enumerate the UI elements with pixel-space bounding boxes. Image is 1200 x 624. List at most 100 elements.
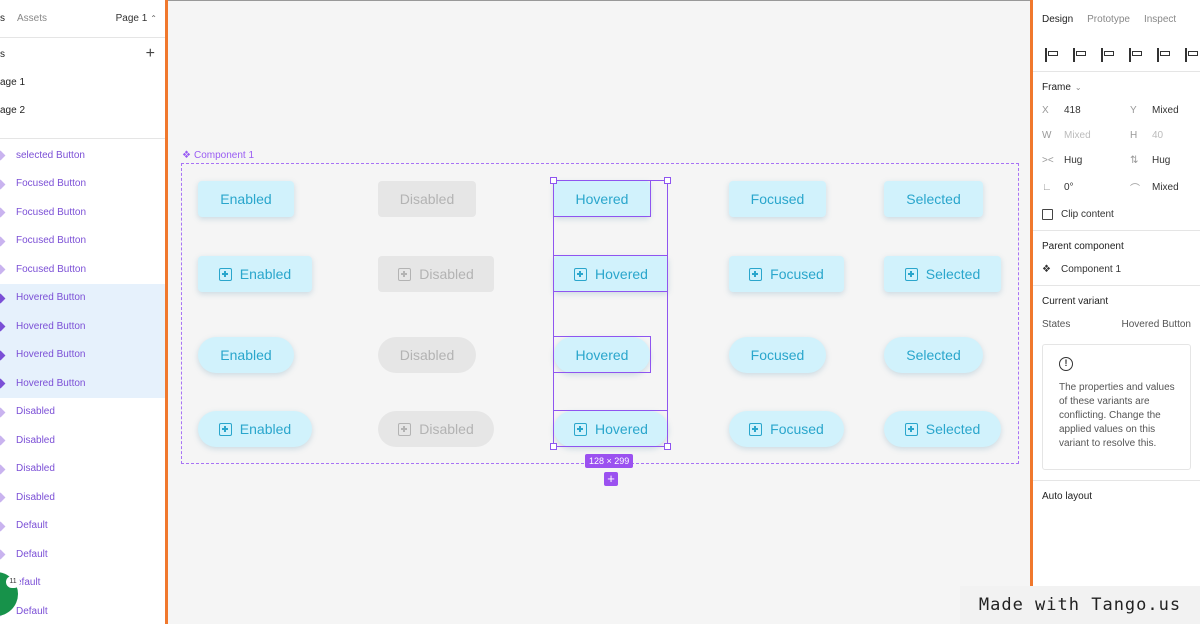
rotation-value: 0° — [1064, 182, 1074, 193]
width-sizing-select[interactable]: ><Hug — [1042, 155, 1130, 166]
layer-item[interactable]: Disabled — [0, 398, 165, 427]
selected-icon-button[interactable]: Selected — [884, 256, 1001, 292]
layer-item[interactable]: Hovered Button — [0, 312, 165, 341]
layer-item[interactable]: Disabled — [0, 455, 165, 484]
hovered-icon-button[interactable]: Hovered — [554, 256, 668, 292]
tab-inspect[interactable]: Inspect — [1143, 13, 1177, 25]
variant-icon — [0, 350, 6, 360]
page-item-1[interactable]: age 1 — [0, 68, 165, 96]
hovered-button[interactable]: Hovered — [554, 181, 650, 217]
selected-button[interactable]: Selected — [884, 181, 983, 217]
disabled-button[interactable]: Disabled — [378, 181, 476, 217]
button-label: Hovered — [595, 421, 648, 437]
layer-item[interactable]: selected Button — [0, 141, 165, 170]
layer-item[interactable]: Hovered Button — [0, 369, 165, 398]
layer-item[interactable]: Focused Button — [0, 255, 165, 284]
align-left-icon[interactable] — [1045, 47, 1059, 62]
corner-radius-field[interactable]: ⌒Mixed — [1130, 180, 1200, 195]
tab-prototype[interactable]: Prototype — [1087, 13, 1130, 25]
frame-label[interactable]: ❖ Component 1 — [182, 150, 254, 161]
warning-icon: ! — [1059, 357, 1073, 371]
focused-button[interactable]: Focused — [729, 181, 826, 217]
variant-icon — [0, 521, 6, 531]
tab-layers[interactable]: s — [0, 13, 5, 24]
resize-handle[interactable] — [664, 443, 671, 450]
selection-bounds[interactable] — [553, 180, 668, 447]
page-selector[interactable]: Page 1 ⌃ — [116, 13, 157, 24]
button-label: Focused — [750, 191, 805, 207]
layer-label: Hovered Button — [16, 292, 86, 304]
enabled-button[interactable]: Enabled — [198, 181, 294, 217]
enabled-pill-button[interactable]: Enabled — [198, 337, 294, 373]
parent-component-link[interactable]: ❖ Component 1 — [1042, 264, 1191, 275]
chevron-down-icon: ⌄ — [1074, 83, 1082, 92]
hovered-pill-button[interactable]: Hovered — [554, 337, 650, 373]
disabled-pill-button[interactable]: Disabled — [378, 337, 476, 373]
frame-title[interactable]: Frame ⌄ — [1042, 82, 1191, 93]
resize-handle[interactable] — [550, 177, 557, 184]
add-variant-button[interactable]: + — [604, 472, 618, 486]
variant-conflict-warning: ! The properties and values of these var… — [1042, 344, 1191, 470]
clip-content-checkbox[interactable]: Clip content — [1042, 209, 1191, 220]
pages-header: s + — [0, 40, 165, 68]
resize-handle[interactable] — [550, 443, 557, 450]
layer-item[interactable]: Default — [0, 597, 165, 624]
align-vertical-center-icon[interactable] — [1157, 47, 1171, 62]
y-value: Mixed — [1152, 105, 1179, 116]
layer-item[interactable]: efault — [0, 569, 165, 598]
layer-item[interactable]: Hovered Button — [0, 340, 165, 369]
focused-pill-icon-button[interactable]: Focused — [729, 411, 844, 447]
add-page-icon[interactable]: + — [145, 45, 155, 62]
page-item-2[interactable]: age 2 — [0, 96, 165, 124]
tab-assets[interactable]: Assets — [17, 13, 48, 24]
layer-item[interactable]: Hovered Button — [0, 283, 165, 312]
parent-component-name: Component 1 — [1060, 264, 1122, 275]
canvas[interactable]: ❖ Component 1 Enabled Disabled Hovered F… — [168, 0, 1030, 624]
layer-label: Default — [16, 605, 48, 617]
variant-property-row[interactable]: States Hovered Button — [1042, 319, 1191, 330]
x-label: X — [1042, 105, 1049, 116]
layer-item[interactable]: Default — [0, 512, 165, 541]
layer-item[interactable]: Focused Button — [0, 198, 165, 227]
add-box-icon — [574, 267, 588, 281]
add-box-icon — [749, 422, 763, 436]
selected-pill-icon-button[interactable]: Selected — [884, 411, 1001, 447]
add-box-icon — [904, 267, 918, 281]
disabled-pill-icon-button[interactable]: Disabled — [378, 411, 494, 447]
tab-design[interactable]: Design — [1042, 13, 1074, 25]
resize-handle[interactable] — [664, 177, 671, 184]
enabled-icon-button[interactable]: Enabled — [198, 256, 312, 292]
hug-height-value: Hug — [1152, 155, 1171, 166]
disabled-icon-button[interactable]: Disabled — [378, 256, 494, 292]
enabled-pill-icon-button[interactable]: Enabled — [198, 411, 312, 447]
align-top-icon[interactable] — [1129, 47, 1143, 62]
layer-item[interactable]: Disabled — [0, 426, 165, 455]
h-label: H — [1130, 130, 1138, 141]
layer-item[interactable]: Disabled — [0, 483, 165, 512]
selected-pill-button[interactable]: Selected — [884, 337, 983, 373]
align-horizontal-center-icon[interactable] — [1073, 47, 1087, 62]
layer-item[interactable]: Focused Button — [0, 170, 165, 199]
variant-icon — [0, 435, 6, 446]
align-bottom-icon[interactable] — [1185, 47, 1199, 62]
w-value: Mixed — [1064, 130, 1091, 141]
rotation-field[interactable]: ∟0° — [1042, 180, 1130, 195]
layer-label: Hovered Button — [16, 320, 86, 332]
focused-icon-button[interactable]: Focused — [729, 256, 844, 292]
variant-icon — [0, 207, 6, 218]
horizontal-resize-icon: >< — [1042, 155, 1054, 166]
align-right-icon[interactable] — [1101, 47, 1115, 62]
variant-icon — [0, 378, 6, 389]
hovered-pill-icon-button[interactable]: Hovered — [554, 411, 668, 447]
variant-icon — [0, 321, 6, 332]
height-sizing-select[interactable]: ⇅Hug — [1130, 155, 1200, 166]
layer-item[interactable]: Default — [0, 540, 165, 569]
focused-pill-button[interactable]: Focused — [729, 337, 826, 373]
layer-item[interactable]: Focused Button — [0, 227, 165, 256]
size-tag: 128 × 299 — [585, 454, 634, 468]
